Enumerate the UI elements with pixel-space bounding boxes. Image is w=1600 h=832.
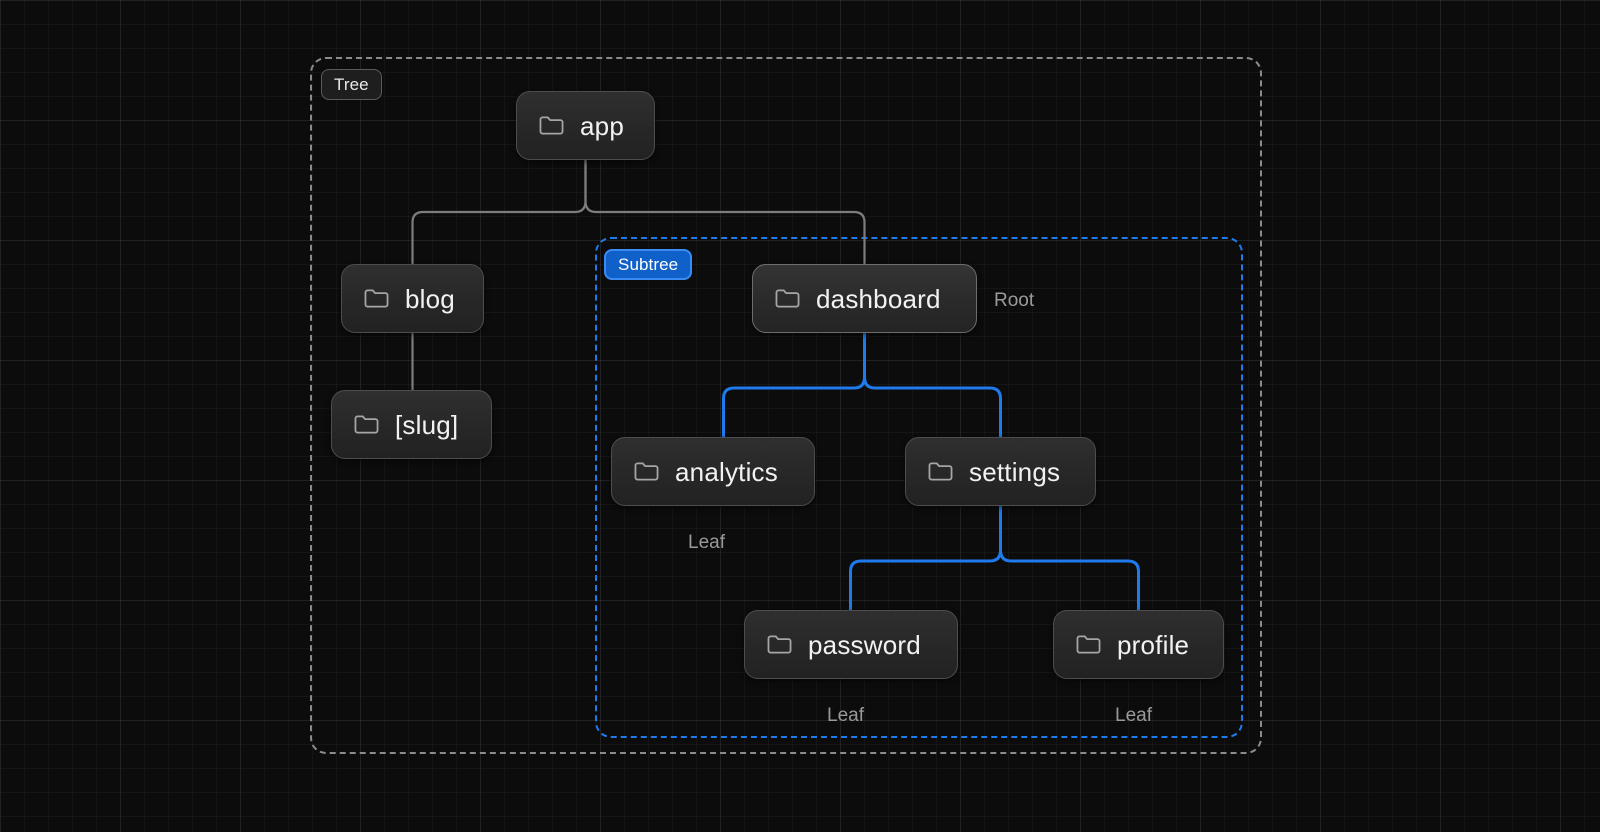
group-box-subtree[interactable] [595, 237, 1243, 738]
folder-icon [767, 634, 792, 655]
node-slug[interactable]: [slug] [331, 390, 492, 459]
node-profile[interactable]: profile [1053, 610, 1224, 679]
folder-icon [775, 288, 800, 309]
node-app-label: app [580, 110, 624, 141]
group-badge-tree-label: Tree [334, 75, 369, 94]
folder-icon [634, 461, 659, 482]
folder-icon [1076, 634, 1101, 655]
folder-icon [539, 115, 564, 136]
group-box-tree[interactable] [310, 57, 1262, 754]
folder-icon [354, 414, 379, 435]
node-password[interactable]: password [744, 610, 958, 679]
group-badge-subtree[interactable]: Subtree [604, 249, 693, 280]
node-blog-label: blog [405, 283, 455, 314]
group-badge-subtree-label: Subtree [618, 255, 679, 274]
node-settings-label: settings [969, 456, 1061, 487]
node-dashboard[interactable]: dashboard [752, 264, 977, 333]
node-password-label: password [808, 629, 921, 660]
node-app[interactable]: app [516, 91, 655, 160]
node-analytics-label: analytics [675, 456, 778, 487]
annotation-leaf-password: Leaf [827, 705, 864, 726]
node-settings[interactable]: settings [905, 437, 1096, 506]
node-slug-label: [slug] [395, 409, 459, 440]
node-dashboard-label: dashboard [816, 283, 941, 314]
annotation-leaf-analytics: Leaf [688, 532, 725, 553]
node-profile-label: profile [1117, 629, 1190, 660]
group-badge-tree[interactable]: Tree [321, 69, 382, 100]
annotation-root: Root [994, 290, 1035, 311]
folder-icon [364, 288, 389, 309]
node-blog[interactable]: blog [341, 264, 484, 333]
annotation-leaf-profile: Leaf [1115, 705, 1152, 726]
folder-icon [928, 461, 953, 482]
node-analytics[interactable]: analytics [611, 437, 815, 506]
